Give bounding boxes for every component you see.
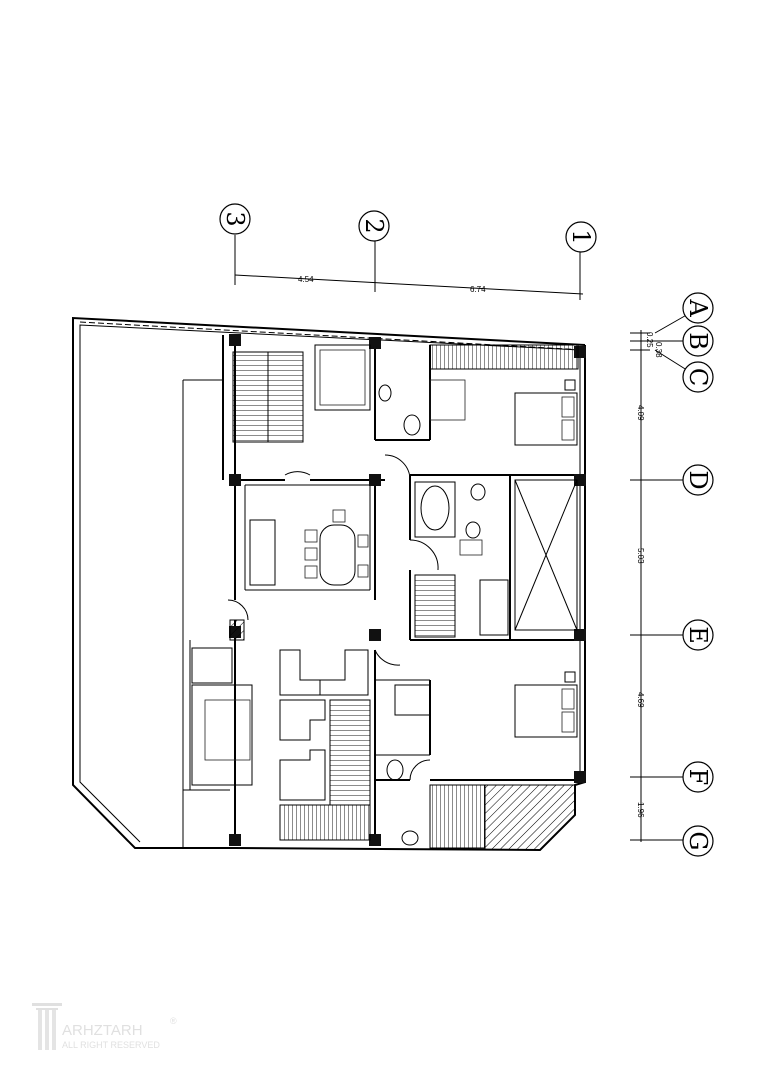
dim-A-B: 0.25 [645,332,654,348]
desk-lower [394,684,431,716]
column-grid-lines [234,235,584,300]
svg-text:G: G [684,831,712,850]
column-bubble-2: 2 [358,210,390,242]
svg-text:3: 3 [221,211,249,226]
terrace-boundary [72,316,586,849]
staircase-lower [279,699,371,841]
svg-text:F: F [684,769,712,786]
svg-text:E: E [684,626,712,644]
watermark-logo: ARHZTARH ALL RIGHT RESERVED ® [32,1003,177,1050]
watermark-tagline: ALL RIGHT RESERVED [62,1040,160,1050]
dim-3-2: 4.54 [298,275,314,284]
row-bubble-B: B [682,325,714,357]
dim-F-G: 1.96 [636,802,645,818]
svg-text:A: A [684,298,712,317]
column-bubble-1: 1 [565,221,597,253]
void-opening [514,479,578,631]
sofa-set [279,649,369,801]
bed-lower [514,671,578,738]
column-bubble-3: 3 [219,203,251,235]
bed-small [479,579,509,636]
door-swings [227,454,439,781]
row-bubble-G: G [682,825,714,857]
row-bubble-D: D [682,464,714,496]
desk-middle [459,539,483,556]
row-bubble-A: A [682,292,714,324]
elevator-shaft [314,344,371,411]
svg-text:2: 2 [360,218,388,233]
bathroom-fixtures [378,384,486,846]
balcony-lower-hatch [484,784,576,851]
row-bubble-C: C [682,361,714,393]
dim-E-F: 4.69 [636,692,645,708]
watermark-brand: ARHZTARH [62,1022,143,1039]
dining-table [249,509,369,586]
row-grid-lines [630,312,691,842]
svg-text:C: C [684,368,712,386]
dim-B-C: 0.38 [654,342,663,358]
row-bubble-F: F [682,761,714,793]
balcony-lower-stripe [429,784,486,849]
svg-text:B: B [684,332,712,350]
svg-text:1: 1 [567,229,595,244]
row-bubble-E: E [682,619,714,651]
bed-upper [514,379,578,446]
svg-text:D: D [684,470,712,489]
desk-upper [429,379,466,421]
kitchen-counters [191,619,253,786]
watermark-registered: ® [170,1016,177,1026]
staircase-bedroom [414,574,456,638]
staircase-upper [232,351,304,443]
structural-columns [229,334,586,846]
dim-C-D: 4.09 [636,405,645,421]
dim-D-E: 5.03 [636,548,645,564]
balcony-upper [429,344,579,370]
dim-2-1: 6.74 [470,285,486,294]
